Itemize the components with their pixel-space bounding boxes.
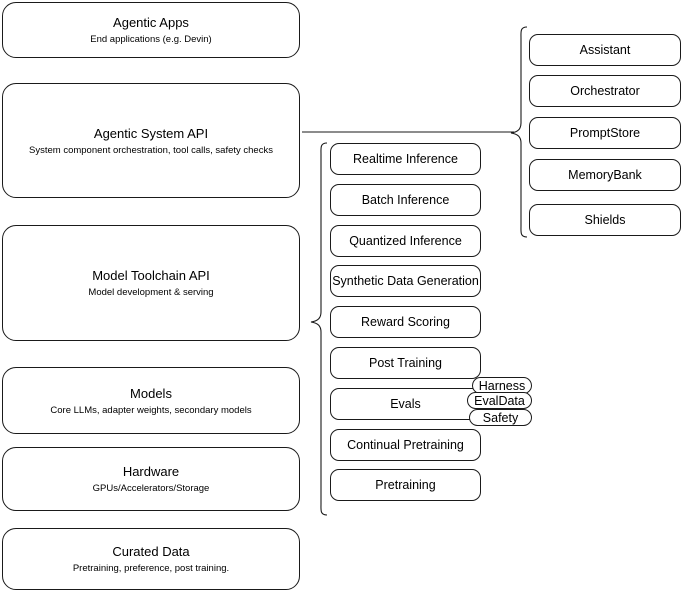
layer-agentic-system-api[interactable]: Agentic System API System component orch… xyxy=(2,83,300,198)
toolchain-item-post-training[interactable]: Post Training xyxy=(330,347,481,379)
toolchain-item-pretraining[interactable]: Pretraining xyxy=(330,469,481,501)
system-item-memorybank[interactable]: MemoryBank xyxy=(529,159,681,191)
toolchain-item-label: Reward Scoring xyxy=(361,314,450,329)
toolchain-item-label: Continual Pretraining xyxy=(347,437,464,452)
system-item-label: Assistant xyxy=(579,42,631,57)
eval-pill-safety[interactable]: Safety xyxy=(469,409,532,426)
toolchain-item-continual-pretraining[interactable]: Continual Pretraining xyxy=(330,429,481,461)
toolchain-item-label: Batch Inference xyxy=(361,192,450,207)
toolchain-item-synthetic-data-generation[interactable]: Synthetic Data Generation xyxy=(330,265,481,297)
layer-title: Models xyxy=(130,385,172,401)
system-item-label: MemoryBank xyxy=(568,167,642,182)
toolchain-item-label: Post Training xyxy=(369,355,442,370)
layer-subtitle: Pretraining, preference, post training. xyxy=(72,563,230,574)
toolchain-item-quantized-inference[interactable]: Quantized Inference xyxy=(330,225,481,257)
eval-pill-label: EvalData xyxy=(474,393,525,408)
layer-subtitle: System component orchestration, tool cal… xyxy=(29,144,273,156)
system-item-shields[interactable]: Shields xyxy=(529,204,681,236)
system-item-label: Shields xyxy=(584,212,626,227)
layer-models[interactable]: Models Core LLMs, adapter weights, secon… xyxy=(2,367,300,434)
toolchain-item-label: Synthetic Data Generation xyxy=(332,273,479,288)
toolchain-item-reward-scoring[interactable]: Reward Scoring xyxy=(330,306,481,338)
toolchain-item-label: Quantized Inference xyxy=(349,233,462,248)
toolchain-item-label: Evals xyxy=(390,396,421,411)
system-item-label: Orchestrator xyxy=(570,83,640,98)
toolchain-item-evals[interactable]: Evals xyxy=(330,388,481,420)
layer-model-toolchain-api[interactable]: Model Toolchain API Model development & … xyxy=(2,225,300,341)
layer-subtitle: GPUs/Accelerators/Storage xyxy=(92,483,210,494)
system-item-promptstore[interactable]: PromptStore xyxy=(529,117,681,149)
layer-agentic-apps[interactable]: Agentic Apps End applications (e.g. Devi… xyxy=(2,2,300,58)
system-item-label: PromptStore xyxy=(569,125,641,140)
toolchain-brace xyxy=(310,142,328,516)
toolchain-item-realtime-inference[interactable]: Realtime Inference xyxy=(330,143,481,175)
layer-title: Agentic System API xyxy=(93,125,209,141)
system-item-orchestrator[interactable]: Orchestrator xyxy=(529,75,681,107)
toolchain-item-label: Realtime Inference xyxy=(353,151,458,166)
layer-subtitle: Core LLMs, adapter weights, secondary mo… xyxy=(50,404,252,416)
eval-pill-label: Harness xyxy=(478,378,526,393)
layer-curated-data[interactable]: Curated Data Pretraining, preference, po… xyxy=(2,528,300,590)
layer-subtitle: Model development & serving xyxy=(88,287,214,298)
eval-pill-evaldata[interactable]: EvalData xyxy=(467,392,532,409)
toolchain-item-batch-inference[interactable]: Batch Inference xyxy=(330,184,481,216)
toolchain-item-label: Pretraining xyxy=(375,477,436,492)
layer-hardware[interactable]: Hardware GPUs/Accelerators/Storage xyxy=(2,447,300,511)
system-components-brace xyxy=(510,26,528,238)
layer-title: Model Toolchain API xyxy=(92,268,210,283)
system-item-assistant[interactable]: Assistant xyxy=(529,34,681,66)
layer-title: Hardware xyxy=(122,464,180,479)
layer-title: Curated Data xyxy=(112,544,190,559)
layer-subtitle: End applications (e.g. Devin) xyxy=(90,34,212,45)
layer-title: Agentic Apps xyxy=(113,15,189,30)
eval-pill-label: Safety xyxy=(482,410,519,425)
